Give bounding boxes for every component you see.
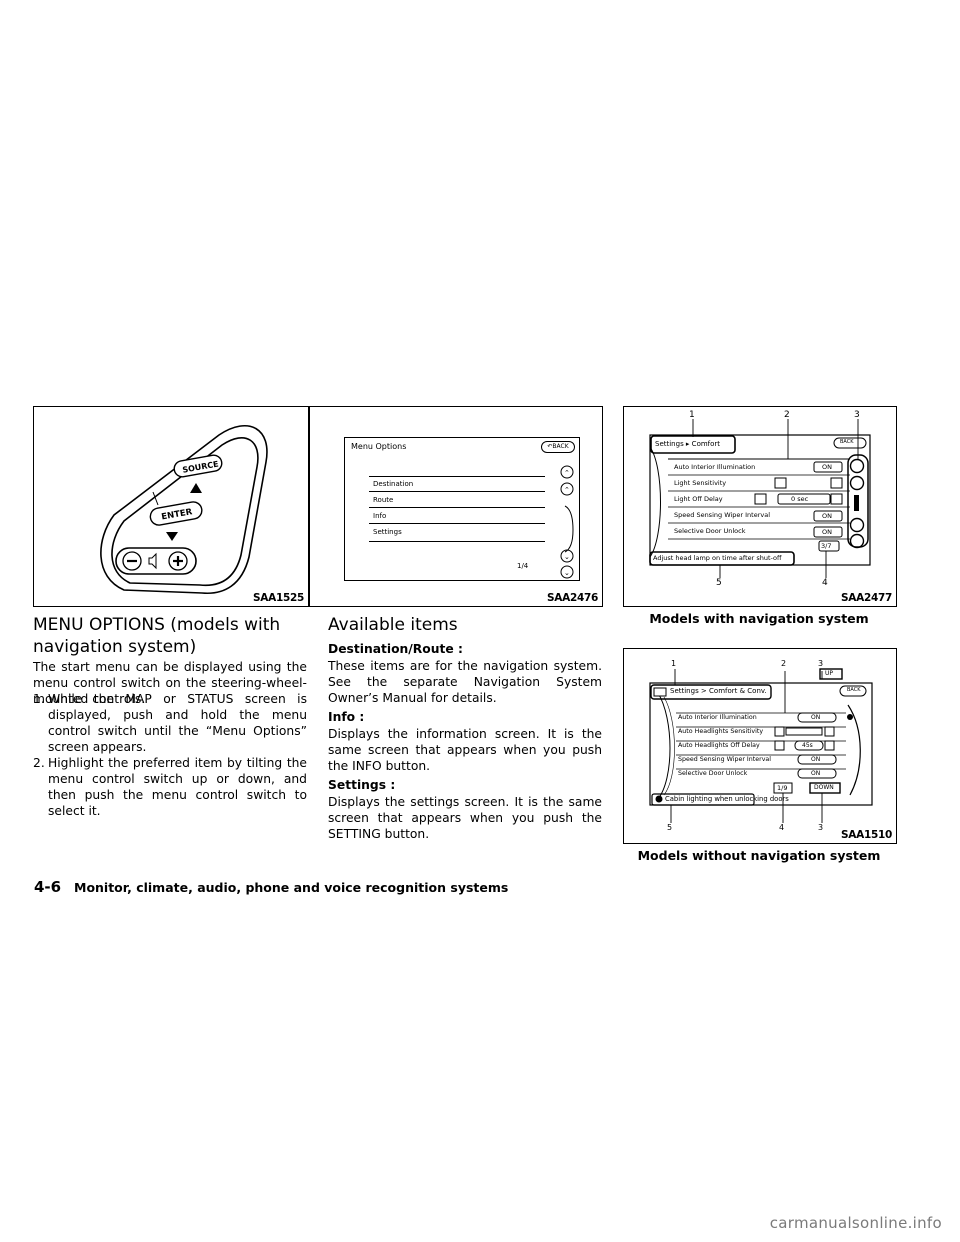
callout-4: 4 <box>779 823 785 832</box>
hint-text: Adjust head lamp on time after shut-off <box>653 554 782 562</box>
row-label-4: Selective Door Unlock <box>674 527 746 535</box>
back-label[interactable]: BACK <box>840 439 854 445</box>
callout-1: 1 <box>689 410 695 420</box>
figure-code: SAA2476 <box>547 592 598 604</box>
row-value-0: ON <box>822 463 832 471</box>
callout-2: 2 <box>784 410 790 420</box>
callout-5: 5 <box>716 578 722 588</box>
step-number: 2. <box>33 756 45 770</box>
row-label-2: Light Off Delay <box>674 495 723 503</box>
svg-text:⌄: ⌄ <box>564 553 570 561</box>
intro-paragraph: The start menu can be displayed using th… <box>33 660 307 706</box>
callout-5: 5 <box>667 823 673 832</box>
figure-code: SAA1510 <box>841 829 892 841</box>
menu-item-route[interactable]: Route <box>369 493 545 508</box>
figure-settings-nav: 1 2 3 5 4 Settings ▸ Comfort BACK Auto I… <box>623 406 897 607</box>
step-text: Highlight the preferred item by tilting … <box>48 756 307 818</box>
page-number: 4-6 <box>34 878 62 896</box>
row-label-0: Auto Interior Illumination <box>674 463 756 471</box>
figure-steering-switch: SOURCE ENTER SAA1525 <box>33 406 309 607</box>
callout-3: 3 <box>818 659 824 668</box>
row-value-2: 45s <box>802 742 813 749</box>
breadcrumb: Settings ▸ Comfort <box>655 440 721 448</box>
row-value-4: ON <box>822 528 832 536</box>
figure-code: SAA1525 <box>253 592 304 604</box>
row-label-1: Light Sensitivity <box>674 479 727 487</box>
svg-text:⌃: ⌃ <box>564 469 570 477</box>
svg-text:⌄: ⌄ <box>564 569 570 577</box>
menu-item-info[interactable]: Info <box>369 509 545 524</box>
figure-menu-options: Menu Options ↶BACK Destination Route Inf… <box>309 406 603 607</box>
step-text: While the MAP or STATUS screen is displa… <box>48 692 307 754</box>
menu-item-destination[interactable]: Destination <box>369 477 545 492</box>
callout-2: 2 <box>781 659 787 668</box>
settings-nav-illustration <box>649 419 871 578</box>
menu-item-settings[interactable]: Settings <box>373 528 402 536</box>
figure-code: SAA2477 <box>841 592 892 604</box>
row-label-1: Auto Headlights Sensitivity <box>678 728 764 735</box>
term-settings: Settings : <box>328 778 396 792</box>
steering-switch-illustration: SOURCE ENTER <box>100 424 268 595</box>
term-destination-route: Destination/Route : <box>328 642 463 656</box>
callout-3b: 3 <box>818 823 824 832</box>
section-heading-available-items: Available items <box>328 615 458 635</box>
callout-3: 3 <box>854 410 860 420</box>
down-button[interactable]: DOWN <box>814 784 834 791</box>
up-button[interactable]: UP <box>825 670 834 677</box>
back-label: BACK <box>552 443 569 450</box>
caption-nonav: Models without navigation system <box>637 848 881 863</box>
page-indicator: 1/4 <box>517 562 529 570</box>
row-value-3: ON <box>822 512 832 520</box>
back-button[interactable]: ↶BACK <box>541 441 575 453</box>
desc-destination-route: These items are for the navigation syste… <box>328 659 602 705</box>
row-label-2: Auto Headlights Off Delay <box>678 742 760 749</box>
step-number: 1. <box>33 692 45 706</box>
watermark: carmanualsonline.info <box>769 1214 942 1232</box>
row-label-3: Speed Sensing Wiper Interval <box>674 511 771 519</box>
desc-settings: Displays the settings screen. It is the … <box>328 795 602 841</box>
figure-settings-nonav: 1 2 3 5 4 3 Settings > Comfort & Conv. U… <box>623 648 897 844</box>
menu-list: Destination Route Info Settings <box>369 476 545 542</box>
row-value-0: ON <box>811 714 821 721</box>
breadcrumb: Settings > Comfort & Conv. <box>670 687 767 695</box>
page-indicator: 3/7 <box>821 542 832 550</box>
row-label-4: Selective Door Unlock <box>678 770 748 777</box>
row-label-0: Auto Interior Illumination <box>678 714 757 721</box>
scroll-controls: ⌃ ⌃ ⌄ ⌄ <box>560 465 574 579</box>
desc-info: Displays the information screen. It is t… <box>328 727 602 773</box>
section-heading-menu-options: MENU OPTIONS (models with navigation sys… <box>33 615 281 657</box>
settings-nonav-illustration <box>649 668 873 823</box>
caption-nav: Models with navigation system <box>649 611 869 626</box>
menu-screen: Menu Options ↶BACK Destination Route Inf… <box>344 437 580 581</box>
back-icon: ↶ <box>547 443 553 450</box>
row-value-4: ON <box>811 770 821 777</box>
hint-text: Cabin lighting when unlocking doors <box>665 795 789 803</box>
row-value-2: 0 sec <box>791 495 809 503</box>
callout-4: 4 <box>822 578 828 588</box>
page-indicator: 1/9 <box>777 784 788 792</box>
row-label-3: Speed Sensing Wiper Interval <box>678 756 772 763</box>
callout-1: 1 <box>671 659 677 668</box>
menu-title: Menu Options <box>351 442 407 451</box>
step-2: 2. Highlight the preferred item by tilti… <box>33 755 307 819</box>
term-info: Info : <box>328 710 365 724</box>
step-1: 1. While the MAP or STATUS screen is dis… <box>33 691 307 755</box>
back-label[interactable]: BACK <box>847 687 861 693</box>
chapter-title: Monitor, climate, audio, phone and voice… <box>74 880 509 895</box>
row-value-3: ON <box>811 756 821 763</box>
svg-text:⌃: ⌃ <box>564 486 570 494</box>
